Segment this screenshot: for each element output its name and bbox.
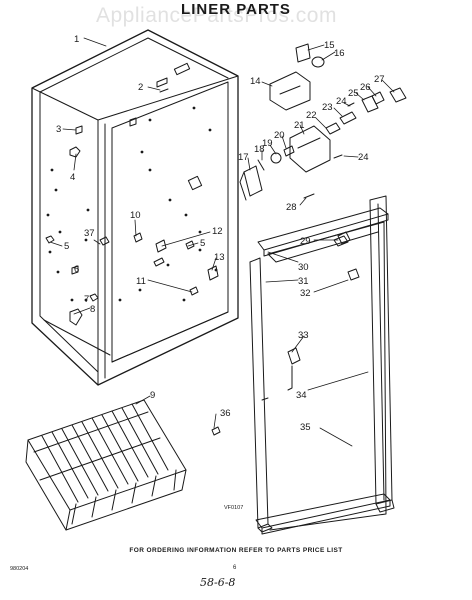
bottom-breaker-strip <box>255 493 391 535</box>
callout-17: 17 <box>238 152 249 163</box>
side-breaker-left <box>249 257 273 533</box>
liner-cabinet <box>31 29 239 386</box>
page-mark: 6 <box>233 565 237 571</box>
callout-16: 16 <box>334 48 345 59</box>
drawing-code: VF0107 <box>224 505 244 511</box>
callout-7: 7 <box>84 294 89 305</box>
callout-24-bottom: 24 <box>358 152 369 163</box>
door-liner-frame <box>267 221 387 531</box>
callout-15: 15 <box>324 40 335 51</box>
control-housing-parts <box>239 43 407 245</box>
callout-32: 32 <box>300 288 311 299</box>
callout-11: 11 <box>136 276 146 287</box>
callout-28: 28 <box>286 202 297 213</box>
callout-5-right: 5 <box>200 238 205 249</box>
callout-numbers: 1 2 3 4 5 5 6 37 7 8 9 10 11 12 13 14 15… <box>56 34 385 433</box>
callout-22: 22 <box>306 110 317 121</box>
diagram-title: LINER PARTS <box>181 1 291 18</box>
callout-35: 35 <box>300 422 311 433</box>
callout-25: 25 <box>348 88 359 99</box>
callout-1: 1 <box>74 34 79 45</box>
top-breaker-strip <box>257 207 389 257</box>
corner-code: 980204 <box>10 566 29 572</box>
callout-33: 33 <box>298 330 309 341</box>
callout-10: 10 <box>130 210 141 221</box>
handwritten-note: 58-6-8 <box>200 576 236 589</box>
callout-23: 23 <box>322 102 333 113</box>
callout-31: 31 <box>298 276 309 287</box>
callout-34: 34 <box>296 390 307 401</box>
callout-37: 37 <box>84 228 95 239</box>
side-breaker-right <box>369 195 395 513</box>
watermark: AppliancePartsPros.com <box>96 4 337 27</box>
callout-5-left: 5 <box>64 241 69 252</box>
callout-leaders <box>49 37 395 447</box>
cabinet-holes <box>46 106 218 302</box>
callout-9: 9 <box>150 390 155 401</box>
callout-8: 8 <box>90 304 95 315</box>
callout-13: 13 <box>214 252 225 263</box>
callout-19: 19 <box>262 138 273 149</box>
callout-14: 14 <box>250 76 261 87</box>
door-hardware <box>211 235 360 436</box>
callout-26: 26 <box>360 82 371 93</box>
callout-30: 30 <box>298 262 309 273</box>
cabinet-small-parts <box>45 88 219 326</box>
callout-3: 3 <box>56 124 61 135</box>
callout-18: 18 <box>254 144 265 155</box>
basket <box>25 399 187 531</box>
callout-4: 4 <box>70 172 75 183</box>
callout-2: 2 <box>138 82 143 93</box>
callout-36: 36 <box>220 408 231 419</box>
callout-27: 27 <box>374 74 385 85</box>
callout-29: 29 <box>300 236 311 247</box>
callout-24-top: 24 <box>336 96 347 107</box>
callout-20: 20 <box>274 130 285 141</box>
callout-21: 21 <box>294 120 305 131</box>
ordering-footer: FOR ORDERING INFORMATION REFER TO PARTS … <box>129 547 343 554</box>
callout-6: 6 <box>74 264 79 275</box>
callout-12: 12 <box>212 226 223 237</box>
